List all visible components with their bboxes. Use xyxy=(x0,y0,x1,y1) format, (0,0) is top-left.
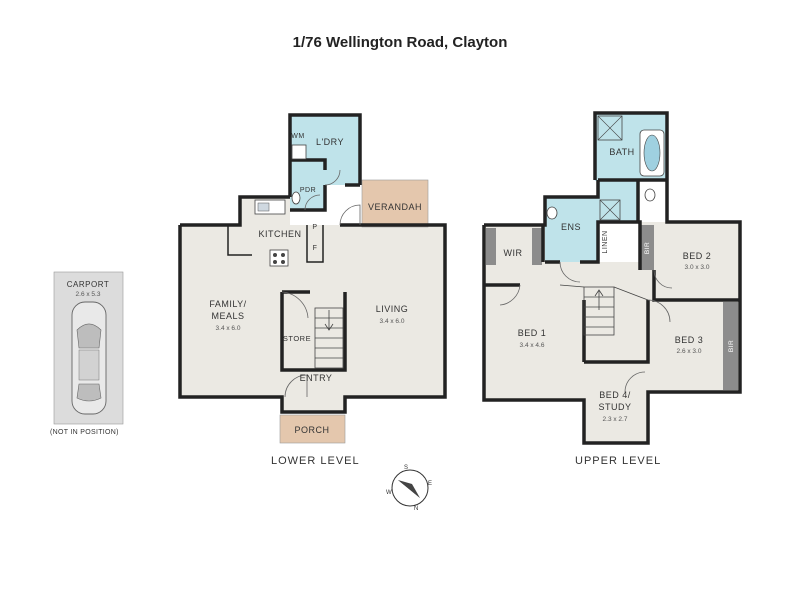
room-bed2: BED 2 xyxy=(683,251,712,261)
carport-label: CARPORT xyxy=(67,280,109,289)
lower-stair xyxy=(314,307,344,369)
room-bed4-dim: 2.3 x 2.7 xyxy=(603,416,628,423)
porch-area xyxy=(279,414,346,444)
cooktop-icon xyxy=(269,249,289,267)
room-wm: WM xyxy=(291,133,304,140)
room-bed3: BED 3 xyxy=(675,335,704,345)
room-powder: PDR xyxy=(300,187,316,194)
room-family: FAMILY/ xyxy=(209,299,246,309)
room-bir-bed3: BIR xyxy=(728,340,735,352)
lower-walls xyxy=(178,113,447,414)
room-wir: WIR xyxy=(504,248,523,258)
room-entry: ENTRY xyxy=(300,373,333,383)
lower-level-plan: L'DRY WM PDR VERANDAH KITCHEN P F FAMILY… xyxy=(178,113,447,444)
shower-icon xyxy=(597,115,623,141)
page-title: 1/76 Wellington Road, Clayton xyxy=(292,34,508,51)
washing-machine-icon xyxy=(291,144,307,160)
room-kitchen: KITCHEN xyxy=(258,229,301,239)
room-fridge: F xyxy=(313,245,318,252)
room-pantry: P xyxy=(312,224,317,231)
room-bath: BATH xyxy=(609,147,634,157)
room-store: STORE xyxy=(283,334,311,343)
wir-robe-2 xyxy=(532,228,542,265)
bir-bed3-robe xyxy=(723,302,738,390)
ens-toilet-icon xyxy=(546,206,558,220)
room-bed3-dim: 2.6 x 3.0 xyxy=(677,348,702,355)
upper-floor-area xyxy=(484,222,740,443)
room-porch: PORCH xyxy=(294,425,329,435)
lower-floor-area xyxy=(180,197,445,412)
room-bed1-dim: 3.4 x 4.6 xyxy=(520,342,545,349)
upper-level-label: UPPER LEVEL xyxy=(575,455,662,467)
carport-plan: CARPORT 2.6 x 5.3 xyxy=(53,271,124,425)
room-bed4: BED 4/ xyxy=(599,390,631,400)
compass-s: S xyxy=(404,465,408,471)
room-linen: LINEN xyxy=(602,230,609,253)
room-bed1: BED 1 xyxy=(518,328,547,338)
room-bed2-dim: 3.0 x 3.0 xyxy=(685,264,710,271)
room-family-2: MEALS xyxy=(211,311,244,321)
compass-icon: S N E W xyxy=(386,465,432,512)
ens-shower-icon xyxy=(599,199,621,221)
upper-walls xyxy=(482,111,742,445)
room-laundry: L'DRY xyxy=(316,137,344,147)
lower-doors xyxy=(281,169,361,398)
bath-toilet-icon xyxy=(644,188,656,202)
toilet-icon xyxy=(291,191,301,205)
car-icon xyxy=(71,301,107,415)
bir-bed2-robe xyxy=(640,225,654,270)
room-bed4-2: STUDY xyxy=(598,402,631,412)
carport-dim: 2.6 x 5.3 xyxy=(76,291,101,298)
room-family-dim: 3.4 x 6.0 xyxy=(216,325,241,332)
room-verandah: VERANDAH xyxy=(368,202,422,212)
room-living: LIVING xyxy=(376,304,409,314)
wir-robe xyxy=(486,228,496,265)
room-ensuite: ENS xyxy=(561,222,581,232)
upper-level-plan: BATH ENS LINEN WIR BED 1 3.4 x 4.6 BED 2… xyxy=(482,111,742,445)
room-bir-bed2: BIR xyxy=(644,242,651,254)
compass-n: N xyxy=(414,506,418,512)
compass-e: E xyxy=(428,481,432,487)
lower-level-label: LOWER LEVEL xyxy=(271,455,360,467)
room-living-dim: 3.4 x 6.0 xyxy=(380,318,405,325)
verandah-area xyxy=(361,179,429,228)
upper-doors xyxy=(499,261,673,393)
carport-note: (NOT IN POSITION) xyxy=(50,429,119,436)
upper-stair xyxy=(559,284,649,336)
cooktop-burners xyxy=(273,253,285,264)
compass-w: W xyxy=(386,490,392,496)
